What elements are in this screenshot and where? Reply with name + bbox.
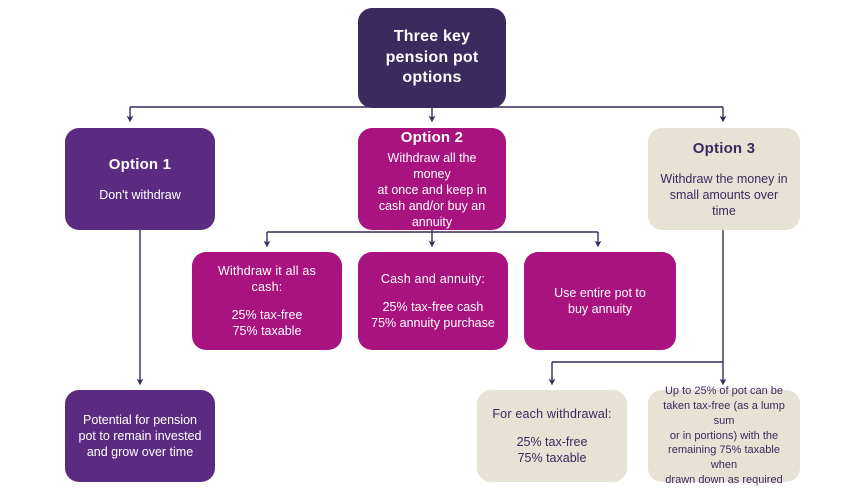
lump-sum-detail-line-4: remaining 75% taxable when [668, 444, 780, 472]
node-lump-sum-detail[interactable]: Up to 25% of pot can be taken tax-free (… [648, 385, 800, 486]
option-3-body-line-1: Withdraw the money in [660, 171, 788, 186]
root-title-line-1: Three key [393, 28, 471, 46]
lump-sum-detail-body: Up to 25% of pot can be taken tax-free (… [658, 384, 790, 488]
option-2-body: Withdraw all the money at once and keep … [368, 150, 496, 230]
option-2-body-line-2: at once and keep in [377, 182, 487, 197]
lump-sum-detail-line-3: or in portions) with the [669, 429, 779, 442]
option-2-body-line-3: cash and/or buy an [378, 198, 486, 213]
lump-sum-detail-line-1: Up to 25% of pot can be [664, 385, 784, 398]
node-root[interactable]: Three key pension pot options [358, 8, 506, 108]
use-entire-pot-annuity-body: Use entire pot to buy annuity [554, 285, 646, 317]
option-1-outcome-line-1: Potential for pension [83, 413, 197, 427]
cash-and-annuity-heading: Cash and annuity: [380, 272, 486, 286]
lump-sum-detail-line-2: taken tax-free (as a lump sum [663, 399, 785, 427]
option-3-body: Withdraw the money in small amounts over… [660, 171, 787, 219]
cash-and-annuity-line-1: 25% tax-free cash [382, 300, 484, 314]
option-2-title: Option 2 [400, 129, 464, 147]
withdraw-all-as-cash-line-1: 25% tax-free [231, 308, 303, 322]
node-option-2[interactable]: Option 2 Withdraw all the money at once … [358, 128, 506, 230]
for-each-withdrawal-body: 25% tax-free 75% taxable [517, 434, 588, 466]
option-1-outcome-body: Potential for pension pot to remain inve… [79, 412, 202, 460]
node-option-1[interactable]: Option 1 Don't withdraw [65, 128, 215, 230]
option-1-body: Don't withdraw [99, 187, 181, 202]
option-3-title: Option 3 [692, 140, 756, 158]
node-for-each-withdrawal[interactable]: For each withdrawal: 25% tax-free 75% ta… [477, 390, 627, 482]
option-2-body-line-4: annuity [411, 214, 453, 229]
for-each-withdrawal-line-1: 25% tax-free [516, 435, 588, 449]
cash-and-annuity-body: 25% tax-free cash 75% annuity purchase [371, 299, 495, 331]
option-1-title: Option 1 [108, 156, 172, 174]
node-cash-and-annuity[interactable]: Cash and annuity: 25% tax-free cash 75% … [358, 252, 508, 350]
for-each-withdrawal-line-2: 75% taxable [517, 451, 587, 465]
option-1-outcome-line-3: and grow over time [86, 445, 194, 459]
node-withdraw-all-as-cash[interactable]: Withdraw it all as cash: 25% tax-free 75… [192, 252, 342, 350]
for-each-withdrawal-heading: For each withdrawal: [492, 407, 612, 421]
use-entire-pot-annuity-line-2: buy annuity [568, 302, 632, 316]
withdraw-all-as-cash-heading: Withdraw it all as cash: [217, 264, 317, 294]
cash-and-annuity-line-2: 75% annuity purchase [371, 316, 495, 330]
option-2-body-line-1: Withdraw all the money [387, 150, 477, 181]
node-option-3[interactable]: Option 3 Withdraw the money in small amo… [648, 128, 800, 230]
root-title-line-2: pension pot [385, 48, 479, 66]
use-entire-pot-annuity-line-1: Use entire pot to [554, 286, 646, 300]
withdraw-all-as-cash-line-2: 75% taxable [232, 324, 302, 338]
withdraw-all-as-cash-body: 25% tax-free 75% taxable [232, 307, 303, 339]
lump-sum-detail-line-5: drawn down as required [665, 474, 783, 487]
option-3-body-line-2: small amounts over [669, 187, 779, 202]
option-3-body-line-3: time [712, 203, 736, 218]
node-option-1-outcome[interactable]: Potential for pension pot to remain inve… [65, 390, 215, 482]
option-1-outcome-line-2: pot to remain invested [78, 429, 202, 443]
node-use-entire-pot-annuity[interactable]: Use entire pot to buy annuity [524, 252, 676, 350]
root-title-line-3: options [402, 69, 462, 87]
